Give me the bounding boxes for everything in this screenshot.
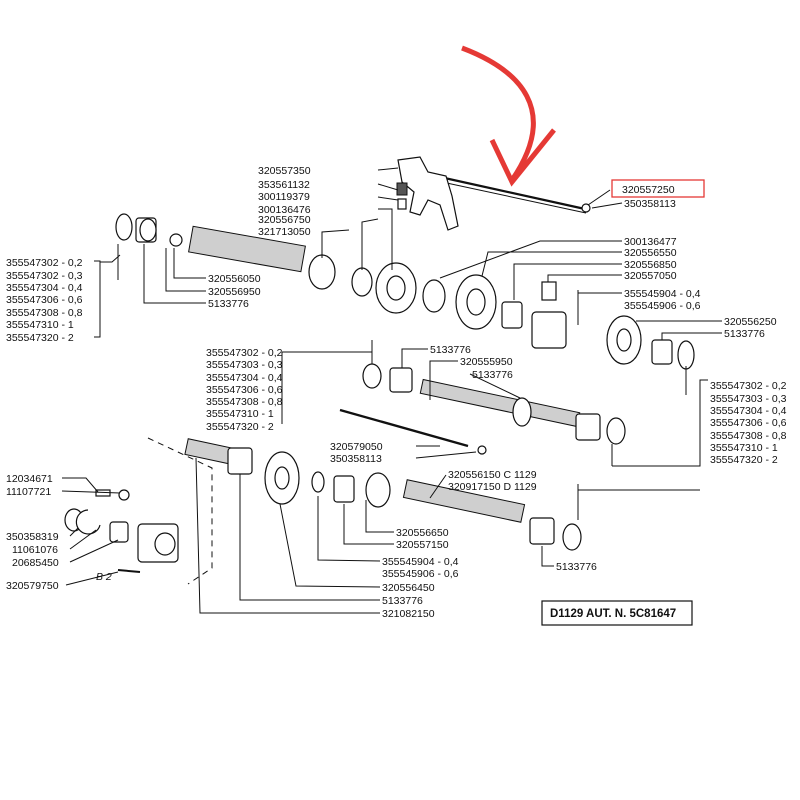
part-number: 5133776 [208, 298, 249, 310]
shim-label: 355547303 - 0,3 [710, 393, 787, 405]
shim-label: 355547302 - 0,2 [206, 347, 283, 359]
part-number: 5133776 [382, 595, 423, 607]
shim-label: 355547304 - 0,4 [206, 372, 283, 384]
shim-label: 355547308 - 0,8 [6, 307, 83, 319]
shim-label: 355547302 - 0,2 [6, 257, 83, 269]
highlight-arrow [461, 45, 536, 182]
shim-label: 355545906 - 0,6 [382, 568, 459, 580]
shim-label: 355547306 - 0,6 [206, 384, 283, 396]
highlight-box [611, 179, 705, 198]
shim-label: 355547308 - 0,8 [710, 430, 787, 442]
part-number: 11061076 [12, 544, 58, 556]
part-number: 5133776 [430, 344, 471, 356]
part-number: 320556750 [258, 214, 311, 226]
part-number: 5133776 [556, 561, 597, 573]
part-number: 11107721 [6, 486, 51, 498]
reference-label: B 2 [96, 571, 112, 583]
group-outline [147, 437, 213, 585]
shim-label: 355547304 - 0,4 [710, 405, 787, 417]
part-number: 320917150 D 1129 [448, 481, 537, 493]
shim-label: 355547303 - 0,3 [206, 359, 283, 371]
shim-label: 355547304 - 0,4 [6, 282, 83, 294]
part-number: 12034671 [6, 473, 53, 485]
part-number: 20685450 [12, 557, 59, 569]
shim-label: 355547302 - 0,3 [6, 270, 83, 282]
shim-label: 355547310 - 1 [6, 319, 74, 331]
leader-lines [61, 167, 722, 614]
part-number: 320556050 [208, 273, 261, 285]
part-number: 350358113 [624, 198, 676, 210]
part-number: 5133776 [724, 328, 765, 340]
part-number: 350358113 [330, 453, 382, 465]
shim-label: 355545904 - 0,4 [624, 288, 701, 300]
shim-label: 355547306 - 0,6 [710, 417, 787, 429]
part-number: 320556250 [724, 316, 777, 328]
part-number: 320579750 [6, 580, 59, 592]
part-number: 320556950 [208, 286, 261, 298]
part-number: 353561132 [258, 179, 310, 191]
part-number: 300136477 [624, 236, 677, 248]
shim-label: 355545904 - 0,4 [382, 556, 459, 568]
diagram-reference: D1129 AUT. N. 5C81647 [550, 608, 676, 620]
shim-label: 355547308 - 0,8 [206, 396, 283, 408]
shim-label: 355547306 - 0,6 [6, 294, 83, 306]
part-number: 350358319 [6, 531, 59, 543]
part-number: 321713050 [258, 226, 311, 238]
part-number: 300136476 [258, 204, 311, 216]
title-box [541, 600, 693, 626]
shim-label: 355547320 - 2 [710, 454, 778, 466]
part-number: 320556850 [624, 259, 677, 271]
part-number: 320557350 [258, 165, 311, 177]
part-number: 300119379 [258, 191, 310, 203]
part-number: 320556550 [624, 247, 677, 259]
highlighted-part-number: 320557250 [622, 184, 675, 196]
parts-drawing [64, 156, 695, 573]
part-number: 320556150 C 1129 [448, 469, 537, 481]
part-number: 320557050 [624, 270, 677, 282]
shim-label: 355547310 - 1 [710, 442, 778, 454]
part-number: 5133776 [472, 369, 513, 381]
part-labels: 320557350 353561132 300119379 300136476 … [6, 165, 787, 620]
highlight-arrowhead [489, 128, 556, 187]
part-number: 320556650 [396, 527, 449, 539]
part-number: 320556450 [382, 582, 435, 594]
shim-label: 355547320 - 2 [6, 332, 74, 344]
shim-label: 355547302 - 0,2 [710, 380, 787, 392]
part-number: 321082150 [382, 608, 435, 620]
shim-label: 355547310 - 1 [206, 408, 274, 420]
part-number: 320555950 [460, 356, 513, 368]
shim-label: 355545906 - 0,6 [624, 300, 701, 312]
part-number: 320579050 [330, 441, 383, 453]
shim-label: 355547320 - 2 [206, 421, 274, 433]
part-number: 320557150 [396, 539, 449, 551]
